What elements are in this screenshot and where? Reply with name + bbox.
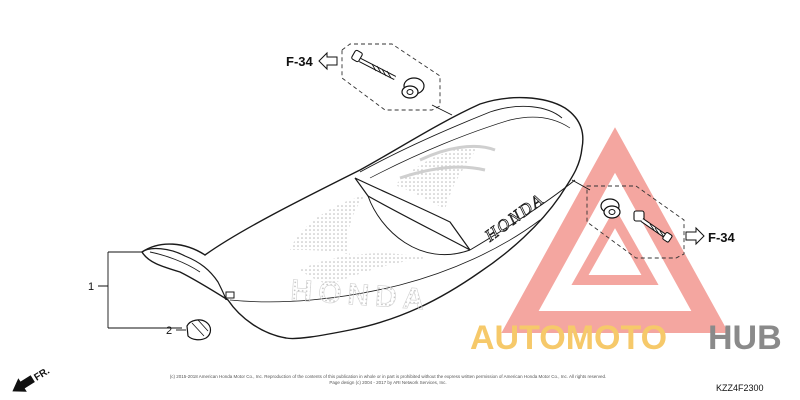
ref-top: F-34 <box>286 51 338 71</box>
grommet-icon <box>401 77 425 99</box>
bolt-icon <box>351 49 397 81</box>
watermark-text-part2: HUB <box>708 319 782 357</box>
ref-top-label: F-34 <box>286 54 314 69</box>
top-bolt-group <box>341 43 453 116</box>
callout-1: 1 <box>88 251 182 329</box>
arrow-front-icon <box>12 375 35 392</box>
watermark-text-part1: AUTOMOTO <box>470 319 667 357</box>
seat-outline <box>141 96 584 340</box>
callout-2: 2 <box>166 319 212 341</box>
seat-assembly <box>141 96 584 340</box>
callout-1-number: 1 <box>88 281 94 293</box>
grommet-icon <box>600 198 621 219</box>
arrow-right-icon <box>685 226 705 246</box>
diagram-code: KZZ4F2300 <box>716 383 764 393</box>
wing-graphic <box>290 144 496 285</box>
copyright-line-1: (c) 2015-2018 American Honda Motor Co., … <box>170 374 606 379</box>
ref-right: F-34 <box>685 226 736 246</box>
front-direction-label: FR. <box>32 366 52 384</box>
callout-2-number: 2 <box>166 325 172 337</box>
copyright-line-2: Page design (c) 2004 - 2017 by ARI Netwo… <box>329 380 446 385</box>
front-direction: FR. <box>12 366 52 392</box>
ref-right-label: F-34 <box>708 230 736 245</box>
clip-icon <box>186 319 212 341</box>
arrow-left-icon <box>318 51 338 71</box>
watermark-text: AUTOMOTO HUB <box>470 319 782 357</box>
bolt-icon <box>633 210 673 243</box>
right-bolt-group <box>571 179 685 259</box>
